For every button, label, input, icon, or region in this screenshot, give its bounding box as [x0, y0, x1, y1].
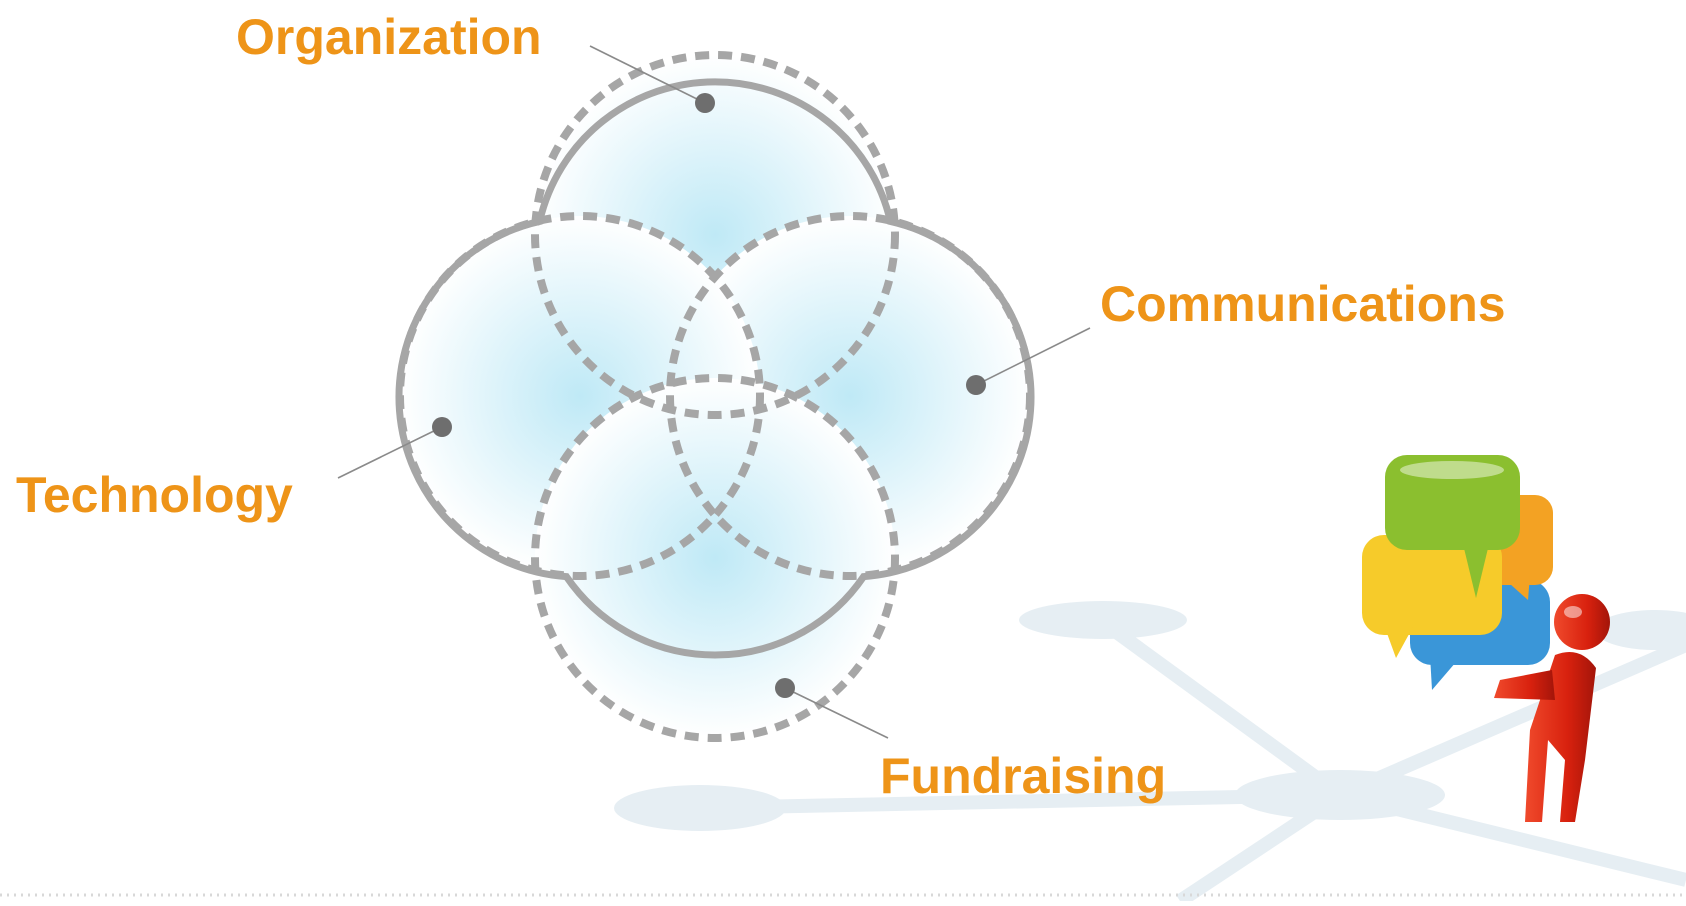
technology-leader-line — [337, 426, 443, 479]
communications-dot — [966, 375, 986, 395]
technology-label: Technology — [16, 467, 293, 523]
organization-leader-line — [589, 45, 706, 104]
green-speech-bubble-icon — [1385, 455, 1520, 598]
outer-boundary-path — [395, 78, 1035, 659]
organization-dashed-outline — [531, 51, 899, 419]
red-person-figure — [1494, 594, 1610, 822]
fundraising-dot — [775, 678, 795, 698]
organization-dot — [695, 93, 715, 113]
communications-leader-line — [975, 327, 1091, 386]
fundraising-label: Fundraising — [880, 748, 1167, 804]
outer-boundary — [395, 78, 1035, 659]
organization-label: Organization — [236, 9, 542, 65]
fundraising-dashed-outline — [531, 374, 899, 742]
fundraising-circle-fill — [535, 378, 895, 738]
fundraising-leader-line — [784, 687, 889, 739]
technology-dot — [432, 417, 452, 437]
network-background-graphic — [614, 601, 1686, 906]
person-carrying-speech-bubbles-icon — [1362, 455, 1610, 822]
communications-label: Communications — [1100, 276, 1506, 332]
